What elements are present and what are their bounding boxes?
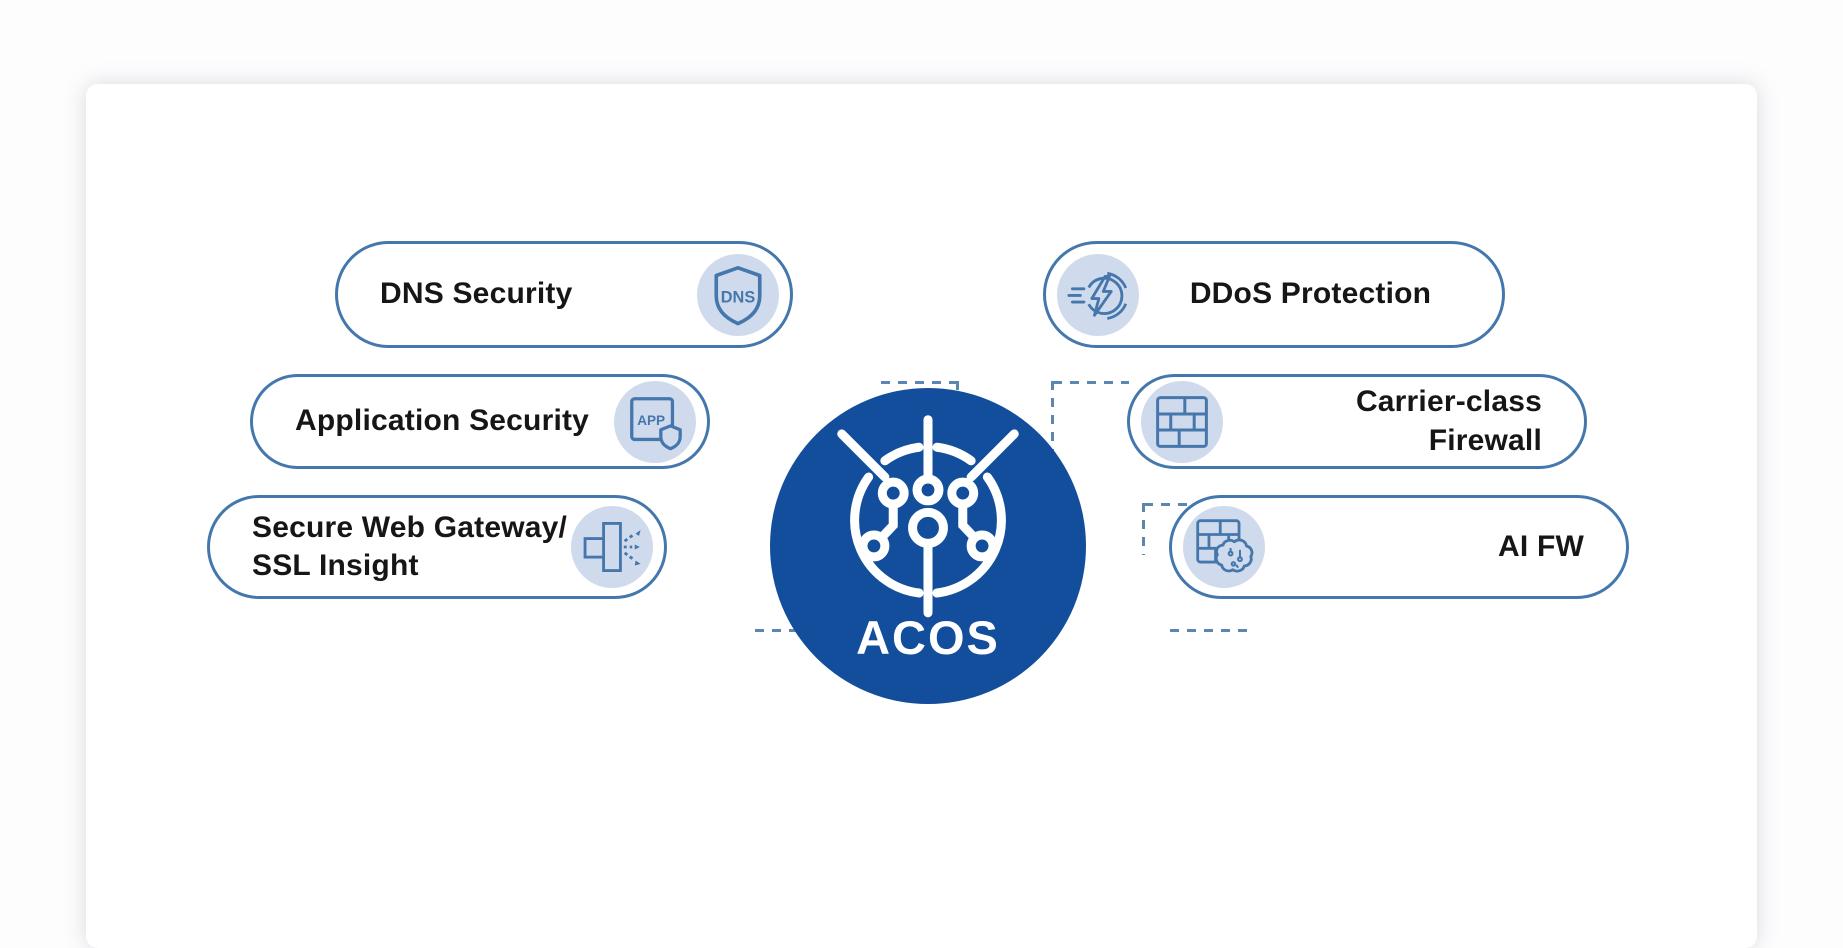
firewall-bricks-icon [1141,380,1223,463]
module-pill-carrier-class-firewall: Carrier-class Firewall [1127,374,1587,469]
acos-hub-circle: ACOS [770,388,1086,704]
ai-firewall-brain-icon [1183,506,1265,588]
connector-ddos-horizontal [1053,381,1129,384]
module-label-line1: DNS Security [380,277,573,311]
module-label-line1: Application Security [295,404,590,438]
connector-ccfw-horizontal [1144,503,1213,506]
module-pill-ai-fw: AI FW [1169,495,1629,599]
module-label-line1: Carrier-class [1355,385,1542,419]
module-label: DNS Security [338,275,697,313]
module-label: DDoS Protection [1139,275,1502,313]
module-label-line1: DDoS Protection [1189,277,1432,311]
hub-label: ACOS [856,611,1000,664]
module-label: Application Security [253,402,614,440]
acos-circuit-logo-icon [837,415,1019,618]
connector-ddos-vertical [1051,381,1054,480]
dns-icon-text: DNS [721,288,756,306]
module-pill-dns-security: DNS Security DNS [335,241,793,348]
module-label-line1: AI FW [1498,529,1584,563]
module-label-line2: SSL Insight [252,549,419,582]
module-pill-secure-web-gateway: Secure Web Gateway/ SSL Insight [207,495,667,599]
module-label-line1: Secure Web Gateway/ [252,510,568,544]
connector-ccfw-vertical [1142,503,1145,555]
module-label: Secure Web Gateway/ SSL Insight [210,509,571,586]
connector-dns-horizontal [881,381,959,384]
module-pill-application-security: Application Security APP [250,374,710,469]
secure-gateway-icon [571,506,653,588]
module-label: Carrier-class Firewall [1223,383,1584,460]
ddos-lightning-icon [1057,253,1139,336]
module-label: AI FW [1265,528,1626,566]
dns-shield-icon: DNS [697,253,779,336]
app-shield-icon: APP [614,380,696,463]
module-pill-ddos-protection: DDoS Protection [1043,241,1505,348]
app-icon-text: APP [637,412,665,427]
module-label-line2: Firewall [1428,423,1542,457]
connector-aifw-horizontal [1170,629,1255,632]
